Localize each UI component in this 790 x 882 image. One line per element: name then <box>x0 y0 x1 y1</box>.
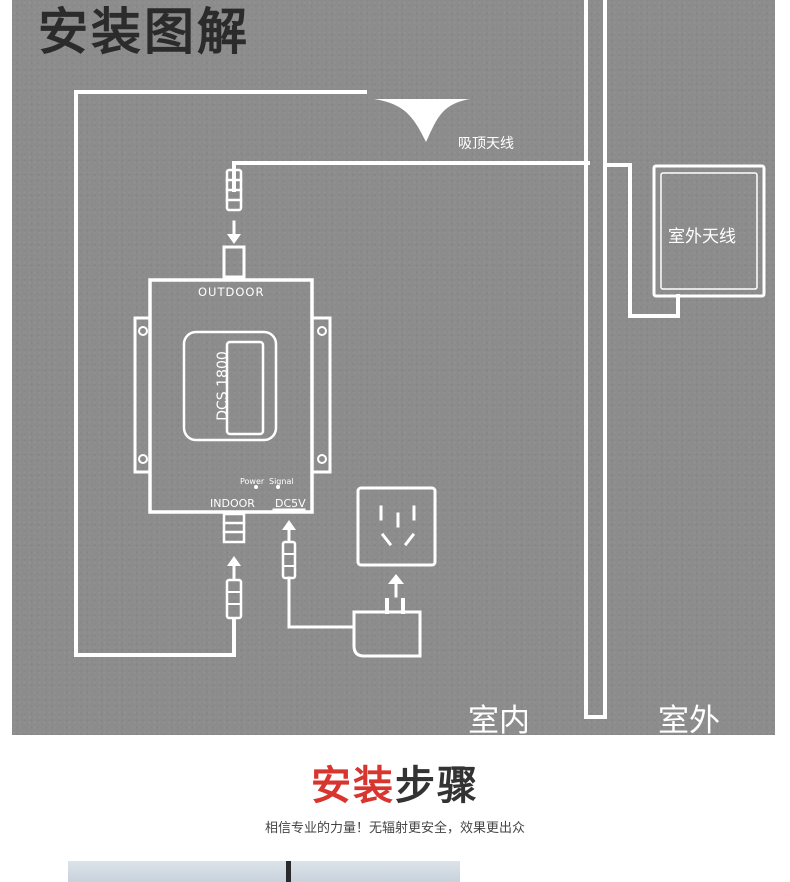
power-led-label: Power <box>240 477 265 486</box>
device-model-label: DCS 1800 <box>215 351 231 421</box>
outdoor-bracket <box>603 163 680 318</box>
installation-diagram: 安装图解 吸顶天线 室外天线 OUTDOOR INDOOR DC5V Power… <box>12 0 775 735</box>
steps-title: 安装步骤 <box>0 753 790 811</box>
steps-title-dark: 步骤 <box>395 763 479 809</box>
indoor-zone-label: 室内 <box>468 703 530 735</box>
signal-led-label: Signal <box>269 477 294 486</box>
antenna-pole <box>286 861 291 882</box>
outdoor-antenna-label: 室外天线 <box>668 227 736 247</box>
wall <box>584 0 607 719</box>
indoor-connector-icon <box>222 512 246 544</box>
power-led-icon <box>254 485 258 489</box>
ceiling-antenna-label: 吸顶天线 <box>458 136 514 152</box>
ceiling-cable <box>74 90 367 657</box>
diagram-lines <box>74 0 766 719</box>
outdoor-port-label: OUTDOOR <box>198 285 265 299</box>
steps-title-red: 安装 <box>311 763 395 809</box>
ceiling-antenna-icon <box>374 99 470 142</box>
outdoor-antenna-icon <box>652 164 766 298</box>
diagram-title: 安装图解 <box>38 3 250 61</box>
power-adapter-icon <box>352 610 422 658</box>
installation-photo <box>68 861 460 882</box>
outdoor-connector-icon <box>225 168 243 212</box>
indoor-port-label: INDOOR <box>210 497 255 510</box>
wall-socket-icon <box>356 486 437 567</box>
signal-led-icon <box>276 485 280 489</box>
outdoor-cable <box>232 161 590 192</box>
device-display <box>182 330 278 442</box>
steps-subtitle: 相信专业的力量！无辐射更安全，效果更出众 <box>264 821 525 836</box>
power-cable <box>287 576 356 629</box>
dc-port-label: DC5V <box>275 497 306 510</box>
repeater-device <box>148 278 314 514</box>
outdoor-zone-label: 室外 <box>658 703 720 735</box>
